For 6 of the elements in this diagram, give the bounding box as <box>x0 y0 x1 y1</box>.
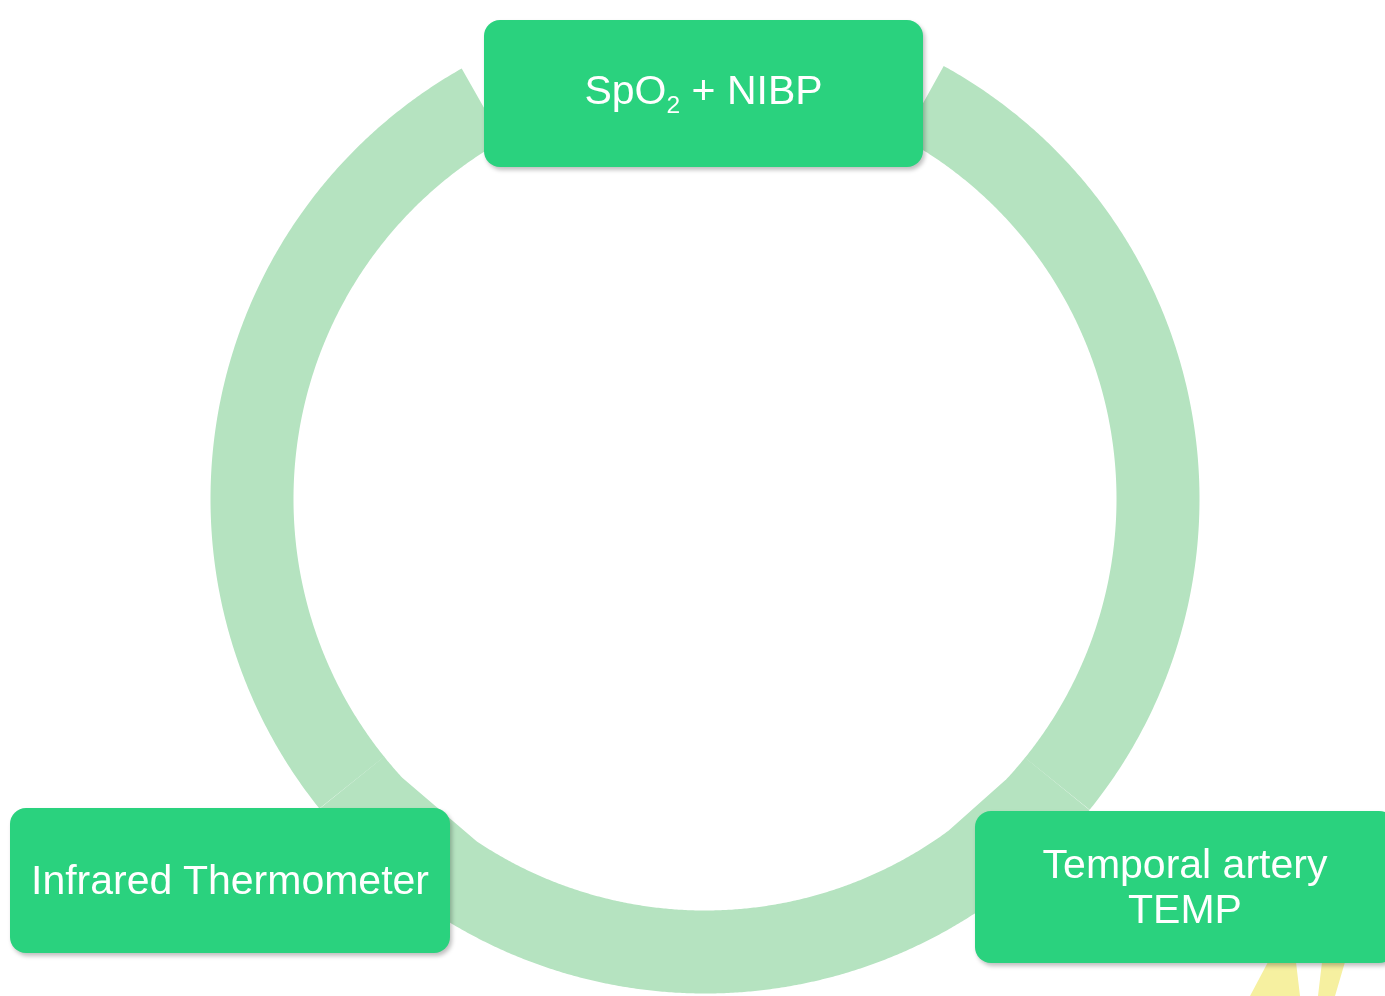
process-box <box>10 808 450 953</box>
node-label: Temporal artery TEMP <box>1041 841 1329 933</box>
process-box <box>975 811 1385 963</box>
process-box <box>484 20 923 167</box>
node-label: Infrared Thermometer <box>31 857 429 904</box>
node-label: SpO$_{2}$ + NIBP <box>584 68 823 119</box>
